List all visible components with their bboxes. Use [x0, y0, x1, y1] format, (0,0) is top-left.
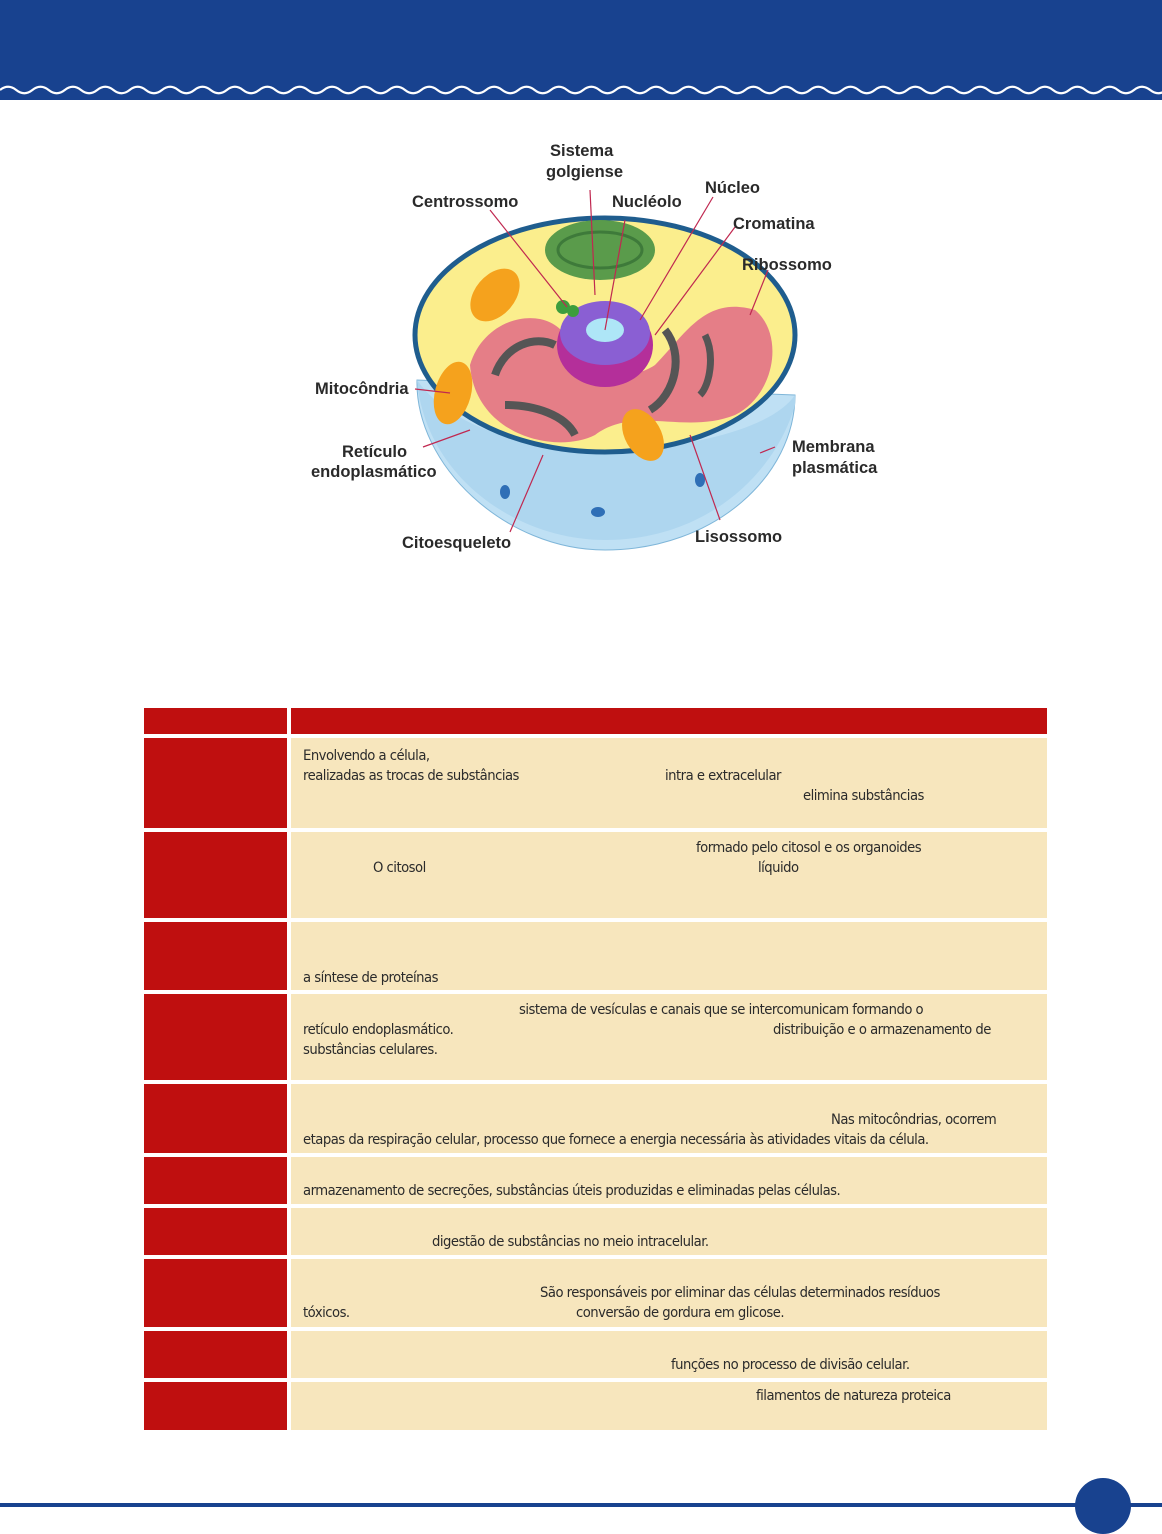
label-nucleolo: Nucléolo [612, 193, 682, 211]
function-text: tóxicos. [303, 1305, 350, 1321]
header-cell-structure [144, 708, 287, 734]
label-nucleo: Núcleo [705, 179, 760, 197]
function-text: distribuição e o armazenamento de [773, 1022, 991, 1038]
function-cell: Envolvendo a célula, realizadas as trocas… [291, 738, 1047, 828]
label-reticulo: Retículo [342, 443, 407, 461]
function-text: intra e extracelular [665, 768, 781, 784]
function-cell: digestão de substâncias no meio intracel… [291, 1208, 1047, 1255]
function-text: substâncias celulares. [303, 1042, 438, 1058]
function-cell: armazenamento de secreções, substâncias … [291, 1157, 1047, 1204]
function-cell: filamentos de natureza proteica [291, 1382, 1047, 1430]
structure-cell [144, 1084, 287, 1153]
function-text: digestão de substâncias no meio intracel… [432, 1234, 709, 1250]
label-cromatina: Cromatina [733, 215, 815, 233]
label-ribossomo: Ribossomo [742, 256, 832, 274]
label-sistema-golgiense-2: golgiense [546, 163, 623, 181]
function-cell: a síntese de proteínas [291, 922, 1047, 990]
table-row: formado pelo citosol e os organoides O ci… [144, 832, 1047, 918]
table-row: Envolvendo a célula, realizadas as trocas… [144, 738, 1047, 828]
function-cell: São responsáveis por eliminar das célula… [291, 1259, 1047, 1327]
function-text: formado pelo citosol e os organoides [696, 840, 922, 856]
label-citoesqueleto: Citoesqueleto [402, 534, 511, 552]
structure-cell [144, 1157, 287, 1204]
table-row: filamentos de natureza proteica [144, 1382, 1047, 1430]
page-header-band [0, 0, 1162, 100]
label-membrana-2: plasmática [792, 459, 878, 477]
page-number-badge [1075, 1478, 1131, 1534]
structure-cell [144, 1382, 287, 1430]
structure-cell [144, 1331, 287, 1378]
structure-cell [144, 832, 287, 918]
animal-cell-diagram: Sistema golgiense Centrossomo Nucléolo N… [305, 135, 883, 555]
header-cell-function [291, 708, 1047, 734]
function-text: etapas da respiração celular, processo q… [303, 1132, 929, 1148]
function-cell: funções no processo de divisão celular. [291, 1331, 1047, 1378]
label-reticulo-2: endoplasmático [311, 463, 437, 481]
function-text: filamentos de natureza proteica [756, 1388, 951, 1404]
function-text: armazenamento de secreções, substâncias … [303, 1183, 841, 1199]
table-row: São responsáveis por eliminar das célula… [144, 1259, 1047, 1327]
label-sistema-golgiense: Sistema [550, 142, 614, 160]
function-text: sistema de vesículas e canais que se int… [519, 1002, 924, 1018]
function-text: líquido [758, 860, 799, 876]
wave-decoration-icon [0, 85, 1162, 95]
structure-cell [144, 994, 287, 1080]
function-cell: Nas mitocôndrias, ocorrem etapas da respi… [291, 1084, 1047, 1153]
function-text: elimina substâncias [803, 788, 924, 804]
function-text: Nas mitocôndrias, ocorrem [831, 1112, 997, 1128]
function-cell: formado pelo citosol e os organoides O ci… [291, 832, 1047, 918]
function-text: São responsáveis por eliminar das célula… [540, 1285, 940, 1301]
table-row: armazenamento de secreções, substâncias … [144, 1157, 1047, 1204]
table-row: digestão de substâncias no meio intracel… [144, 1208, 1047, 1255]
structure-cell [144, 738, 287, 828]
structure-cell [144, 1259, 287, 1327]
table-row: a síntese de proteínas [144, 922, 1047, 990]
function-text: funções no processo de divisão celular. [671, 1357, 910, 1373]
structure-cell [144, 922, 287, 990]
function-cell: sistema de vesículas e canais que se int… [291, 994, 1047, 1080]
label-lisossomo: Lisossomo [695, 528, 782, 546]
footer-rule [0, 1503, 1162, 1507]
function-text: a síntese de proteínas [303, 970, 438, 986]
table-row: funções no processo de divisão celular. [144, 1331, 1047, 1378]
label-mitocondria: Mitocôndria [315, 380, 409, 398]
structure-cell [144, 1208, 287, 1255]
label-centrossomo: Centrossomo [412, 193, 518, 211]
label-membrana: Membrana [792, 438, 875, 456]
function-text: retículo endoplasmático. [303, 1022, 454, 1038]
table-row: sistema de vesículas e canais que se int… [144, 994, 1047, 1080]
function-text: O citosol [373, 860, 426, 876]
function-text: Envolvendo a célula, [303, 748, 430, 764]
cell-illustration: Sistema golgiense Centrossomo Nucléolo N… [311, 142, 878, 552]
table-header-row [144, 708, 1047, 734]
table-row: Nas mitocôndrias, ocorrem etapas da respi… [144, 1084, 1047, 1153]
function-text: realizadas as trocas de substâncias [303, 768, 519, 784]
function-text: conversão de gordura em glicose. [576, 1305, 785, 1321]
